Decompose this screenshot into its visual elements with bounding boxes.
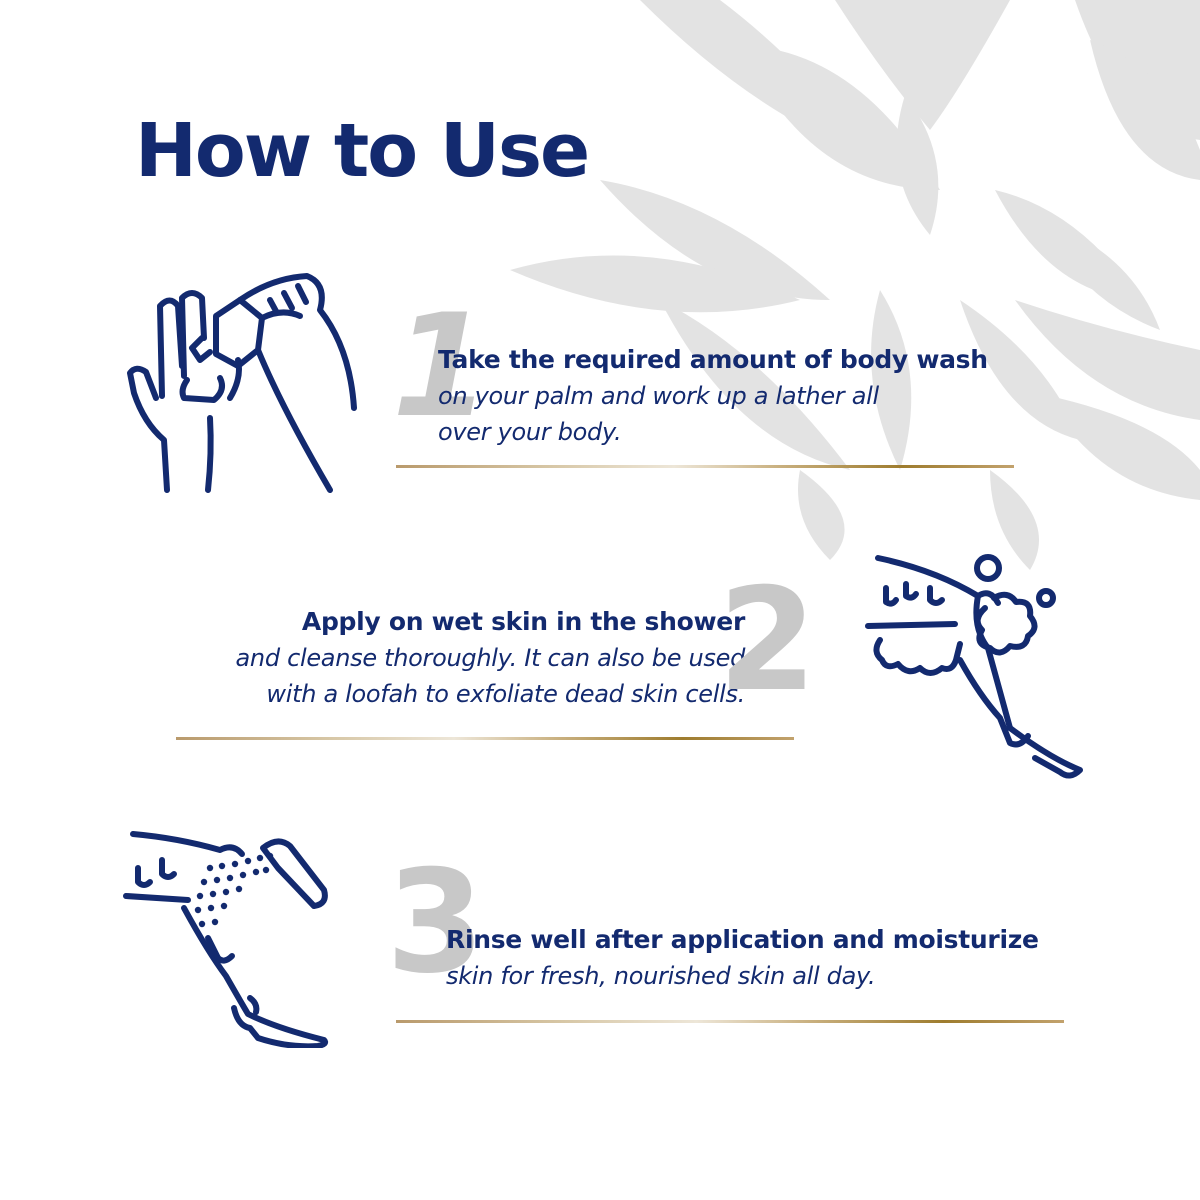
step-2-divider bbox=[176, 737, 794, 740]
step-1-body-line-1: on your palm and work up a lather all bbox=[438, 382, 879, 410]
step-1-number: 1 bbox=[392, 284, 491, 449]
step-1-body-line-2: over your body. bbox=[438, 418, 622, 446]
step-2-number: 2 bbox=[718, 558, 817, 723]
step-3-divider bbox=[396, 1020, 1064, 1023]
step-3-heading: Rinse well after application and moistur… bbox=[446, 925, 1039, 954]
step-3-number: 3 bbox=[386, 840, 485, 1005]
step-1-text: Take the required amount of body wash on… bbox=[438, 342, 988, 450]
step-2-heading: Apply on wet skin in the shower bbox=[301, 607, 745, 636]
step-3-body-line-1: skin for fresh, nourished skin all day. bbox=[446, 962, 876, 990]
hand-dispensing-icon bbox=[127, 273, 357, 493]
step-1-heading: Take the required amount of body wash bbox=[438, 345, 988, 374]
leg-shower-icon bbox=[123, 831, 329, 1048]
step-2-text: Apply on wet skin in the shower and clea… bbox=[236, 604, 746, 712]
leg-lather-icon bbox=[865, 554, 1083, 779]
step-1-divider bbox=[396, 465, 1014, 468]
step-2-body-line-2: with a loofah to exfoliate dead skin cel… bbox=[266, 680, 745, 708]
page-title: How to Use bbox=[135, 108, 590, 194]
step-2-body-line-1: and cleanse thoroughly. It can also be u… bbox=[235, 644, 746, 672]
step-3-text: Rinse well after application and moistur… bbox=[446, 922, 1039, 994]
